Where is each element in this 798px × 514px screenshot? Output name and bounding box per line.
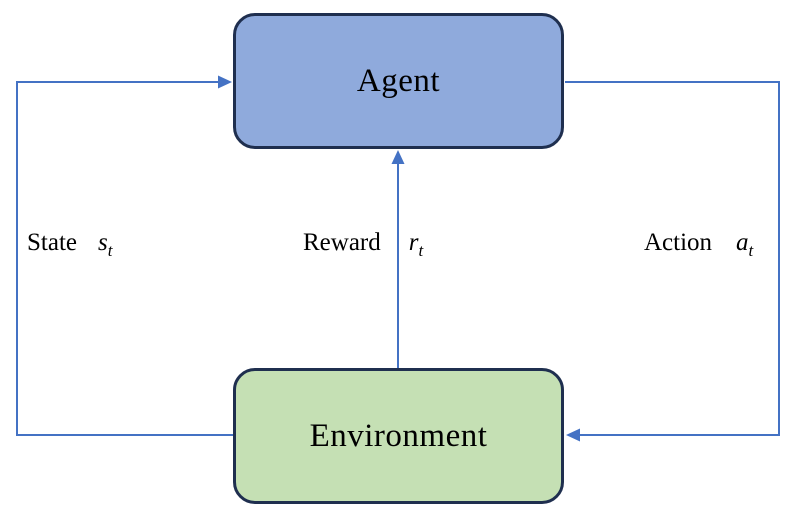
- state-label-word: State: [27, 229, 77, 256]
- environment-label: Environment: [309, 417, 488, 454]
- action-edge-label: Action at: [644, 229, 753, 259]
- reward-label-word: Reward: [303, 229, 381, 256]
- action-label-word: Action: [644, 229, 713, 256]
- state-arrow: [16, 75, 233, 436]
- reward-arrow: [391, 150, 405, 368]
- reward-symbol: rt: [408, 229, 424, 260]
- agent-label: Agent: [356, 62, 441, 99]
- state-symbol: st: [98, 229, 113, 260]
- reward-edge-label: Reward rt: [303, 229, 423, 259]
- state-edge-label: State st: [27, 229, 112, 259]
- environment-node: Environment: [233, 368, 564, 504]
- agent-node: Agent: [233, 13, 564, 149]
- action-arrow: [565, 81, 780, 442]
- action-symbol: at: [736, 229, 754, 260]
